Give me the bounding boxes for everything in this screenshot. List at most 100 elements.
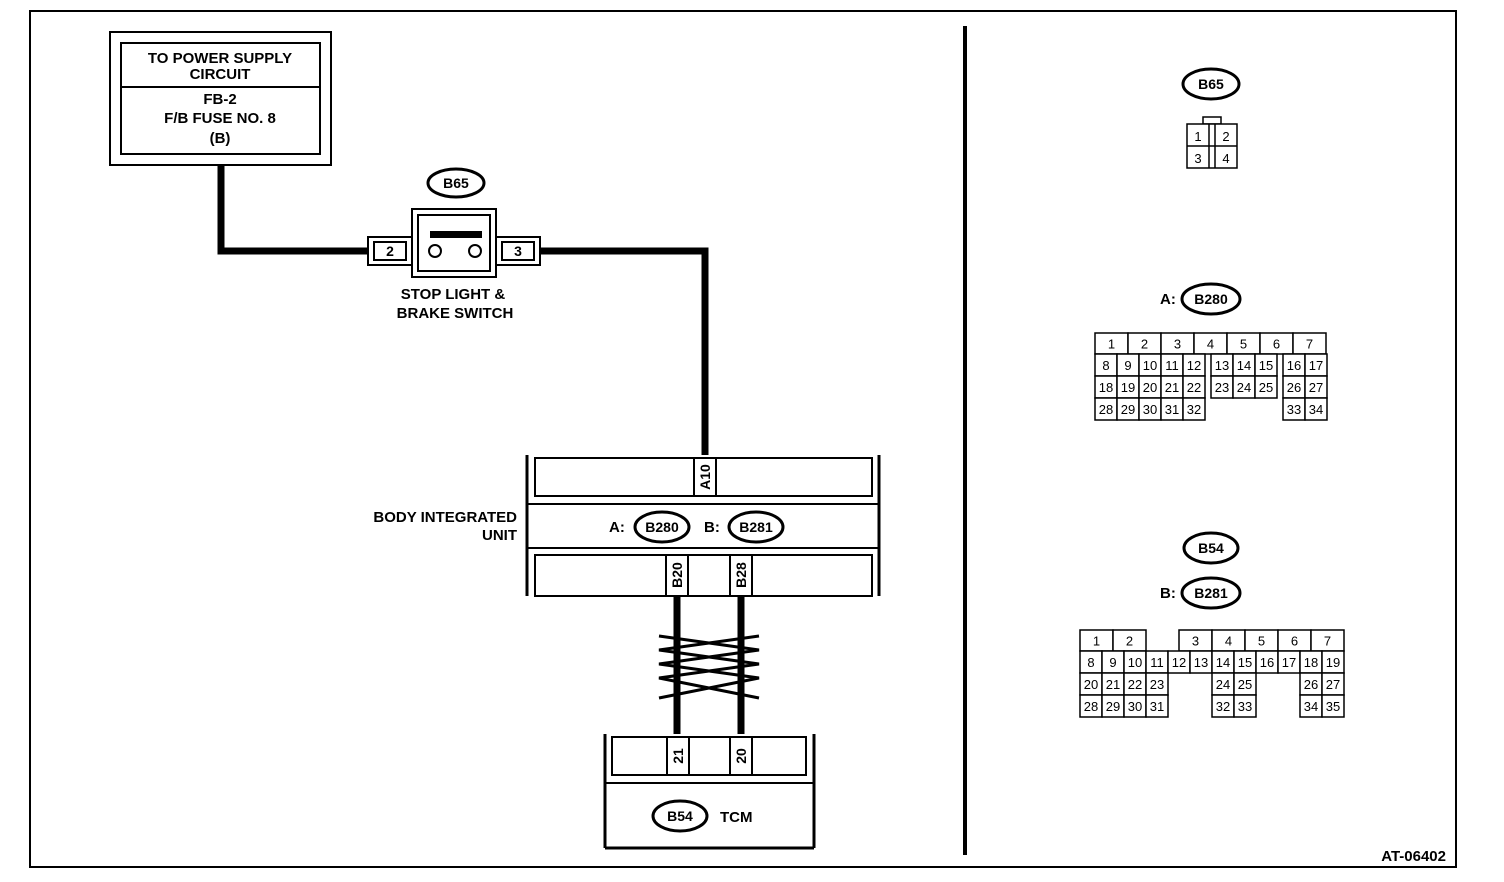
- b65-pin-4: 4: [1222, 151, 1229, 166]
- b281-pin-25: 25: [1238, 677, 1252, 692]
- b281-pin-10: 10: [1128, 655, 1142, 670]
- b280-pin-16: 16: [1287, 358, 1301, 373]
- b281-pin-20: 20: [1084, 677, 1098, 692]
- b280-pin-23: 23: [1215, 380, 1229, 395]
- b281-pin-23: 23: [1150, 677, 1164, 692]
- b280-view-title: B280: [1194, 291, 1228, 307]
- switch-connector-badge: [426, 167, 486, 199]
- b280-pin-10: 10: [1143, 358, 1157, 373]
- tcm-unit: 21 20 B54 TCM: [603, 734, 816, 850]
- b281-pin-7: 7: [1324, 634, 1331, 649]
- power-supply-title-1: TO POWER SUPPLY: [148, 50, 292, 67]
- switch-pin-right: 3: [514, 243, 522, 259]
- b280-pin-13: 13: [1215, 358, 1229, 373]
- b280-pin-8: 8: [1102, 358, 1109, 373]
- tcm-pin-21: 21: [670, 748, 686, 764]
- b281-pin-9: 9: [1109, 655, 1116, 670]
- tcm-connector-id: B54: [667, 808, 693, 824]
- b281-pin-16: 16: [1260, 655, 1274, 670]
- b280-pin-7: 7: [1306, 337, 1313, 352]
- b280-pin-25: 25: [1259, 380, 1273, 395]
- b281-pin-13: 13: [1194, 655, 1208, 670]
- fuse-wire-color: (B): [210, 130, 231, 147]
- b281-pin-18: 18: [1304, 655, 1318, 670]
- b280-pin-29: 29: [1121, 402, 1135, 417]
- b280-pin-34-cell: [1304, 397, 1328, 421]
- body-unit-label-2: UNIT: [482, 527, 517, 544]
- b280-pin-24: 24: [1237, 380, 1251, 395]
- b281-pin-30: 30: [1128, 699, 1142, 714]
- body-unit-pin-b28: B28: [733, 562, 749, 588]
- b281-pin-27: 27: [1326, 677, 1340, 692]
- b280-pin-5: 5: [1240, 337, 1247, 352]
- b281-pin-15: 15: [1238, 655, 1252, 670]
- b54-view-title: B54: [1198, 540, 1224, 556]
- b281-pin-17: 17: [1282, 655, 1296, 670]
- b281-pin-35-cell: [1321, 694, 1345, 718]
- b280-pin-34: 34: [1309, 402, 1323, 417]
- b281-pin-2: 2: [1126, 634, 1133, 649]
- b280-pin-12: 12: [1187, 358, 1201, 373]
- b280-pin-25-cell: [1254, 375, 1278, 399]
- b280-pin-33: 33: [1287, 402, 1301, 417]
- b281-pin-26: 26: [1304, 677, 1318, 692]
- b280-pin-18: 18: [1099, 380, 1113, 395]
- b65-pin-3: 3: [1194, 151, 1201, 166]
- body-unit-label-1: BODY INTEGRATED: [373, 509, 517, 526]
- fuse-number-label: F/B FUSE NO. 8: [164, 110, 276, 127]
- b281-view-prefix: B:: [1160, 585, 1176, 602]
- power-supply-title-2: CIRCUIT: [190, 66, 251, 83]
- body-integrated-unit: A10 B20 B28 A: B280 B: B281 BODY INTEGRA…: [373, 455, 881, 597]
- b280-view-prefix: A:: [1160, 291, 1176, 308]
- stop-light-switch: B65 2 3 STOP LIGHT & BRAKE SWITCH: [367, 167, 541, 322]
- b281-pin-4: 4: [1225, 634, 1232, 649]
- connector-view-b65: B65 1 2 3 4: [1181, 67, 1241, 169]
- b280-pin-32-cell: [1182, 397, 1206, 421]
- b281-pin-14: 14: [1216, 655, 1230, 670]
- body-unit-prefix-b: B:: [704, 519, 720, 536]
- b280-pin-2: 2: [1141, 337, 1148, 352]
- b281-pin-31-cell: [1145, 694, 1169, 718]
- diagram-frame: [29, 10, 1457, 868]
- b280-pin-11: 11: [1165, 358, 1179, 373]
- b281-pin-24: 24: [1216, 677, 1230, 692]
- b280-pin-1: 1: [1108, 337, 1115, 352]
- b280-pin-27: 27: [1309, 380, 1323, 395]
- b65-pin-1: 1: [1194, 129, 1201, 144]
- b65-pin-2: 2: [1222, 129, 1229, 144]
- b280-pin-6: 6: [1273, 337, 1280, 352]
- b281-pin-3: 3: [1192, 634, 1199, 649]
- switch-label-2: BRAKE SWITCH: [397, 305, 514, 322]
- twisted-pair-symbol: [658, 634, 760, 700]
- b280-pin-15: 15: [1259, 358, 1273, 373]
- b280-pin-21: 21: [1165, 380, 1179, 395]
- b281-pin-33-cell: [1233, 694, 1257, 718]
- b280-pin-19: 19: [1121, 380, 1135, 395]
- b281-pin-21: 21: [1106, 677, 1120, 692]
- b280-pin-32: 32: [1187, 402, 1201, 417]
- b280-pin-22: 22: [1187, 380, 1201, 395]
- b281-pin-35: 35: [1326, 699, 1340, 714]
- b280-pin-9: 9: [1124, 358, 1131, 373]
- fuse-block-label: FB-2: [203, 91, 236, 108]
- switch-contact-bar: [430, 231, 482, 238]
- b280-pin-20: 20: [1143, 380, 1157, 395]
- b281-pin-12: 12: [1172, 655, 1186, 670]
- b281-pin-5: 5: [1258, 634, 1265, 649]
- b281-pin-8: 8: [1087, 655, 1094, 670]
- b280-pin-14: 14: [1237, 358, 1251, 373]
- tcm-pin-20: 20: [733, 748, 749, 764]
- body-unit-pin-b20: B20: [669, 562, 685, 588]
- b281-pin-32: 32: [1216, 699, 1230, 714]
- b281-pin-1: 1: [1093, 634, 1100, 649]
- b280-pin-28: 28: [1099, 402, 1113, 417]
- b281-pin-11: 11: [1150, 655, 1164, 670]
- figure-code: AT-06402: [1381, 848, 1446, 865]
- b281-pin-6: 6: [1291, 634, 1298, 649]
- b280-pin-3: 3: [1174, 337, 1181, 352]
- body-unit-connector-a: B280: [645, 519, 679, 535]
- b280-pin-30: 30: [1143, 402, 1157, 417]
- b280-pin-26: 26: [1287, 380, 1301, 395]
